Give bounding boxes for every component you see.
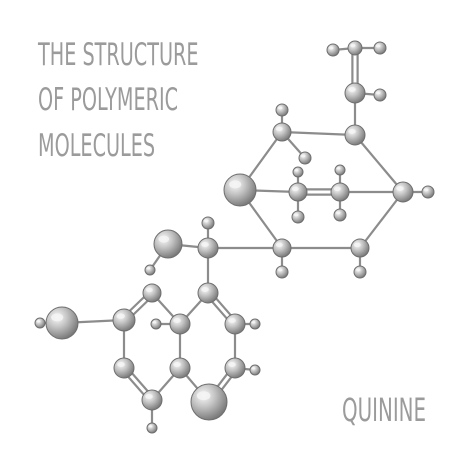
hydrogen-atom-h4	[146, 422, 158, 434]
atom-q6	[392, 181, 414, 203]
hydrogen-atom-o2	[144, 264, 156, 276]
hydrogen-atom-h3	[150, 318, 162, 330]
hydrogen-atom-v5	[373, 88, 387, 102]
hydrogen-atom-q11	[353, 265, 367, 279]
large-atom-o1	[153, 229, 183, 259]
title-line-3: MOLECULES	[38, 128, 156, 164]
bond-q1-q3	[280, 130, 357, 137]
hydrogen-atom-m2	[34, 317, 46, 329]
title-line-2: OF POLYMERIC	[38, 82, 179, 118]
atom-r6	[169, 313, 191, 335]
molecule-name: QUININE	[342, 391, 427, 429]
atom-r2	[112, 308, 136, 332]
bond-q3-q6	[353, 133, 405, 194]
hydrogen-atom-b5	[334, 164, 346, 176]
hydrogen-atom-c2	[201, 216, 215, 230]
atom-q9	[350, 238, 370, 258]
atom-c1	[197, 237, 219, 259]
hydrogen-atom-q7	[421, 185, 435, 199]
large-atom-r9	[190, 383, 228, 421]
bond-q6-q9	[358, 190, 405, 250]
atom-v4	[344, 82, 366, 104]
hydrogen-atom-v3	[373, 41, 387, 55]
hydrogen-atom-b3	[291, 210, 305, 224]
hydrogen-atom-b2	[292, 166, 304, 178]
atom-q8	[272, 238, 292, 258]
atom-b4	[330, 182, 350, 202]
atom-q3	[344, 124, 366, 146]
hydrogen-atom-q10	[275, 265, 289, 279]
hydrogen-atom-b6	[333, 208, 347, 222]
hydrogen-atom-v2	[326, 43, 340, 57]
hydrogen-atom-v1	[347, 40, 363, 56]
atom-b1	[288, 182, 308, 202]
atom-r8	[224, 357, 246, 379]
title-line-1: THE STRUCTURE	[38, 37, 199, 73]
atom-r1	[142, 283, 162, 303]
hydrogen-atom-q2	[275, 103, 289, 117]
atom-r4	[141, 389, 163, 411]
atom-r7	[224, 313, 246, 335]
hydrogen-atom-h2	[249, 364, 261, 376]
atom-r3	[113, 357, 135, 379]
hydrogen-atom-q4	[298, 151, 312, 165]
molecule-atoms	[34, 40, 435, 434]
atom-c3	[197, 282, 219, 304]
atom-q1	[272, 122, 292, 142]
large-atom-q5	[223, 173, 257, 207]
large-atom-m1	[45, 306, 79, 340]
atom-r5	[169, 357, 191, 379]
hydrogen-atom-h1	[249, 318, 261, 330]
